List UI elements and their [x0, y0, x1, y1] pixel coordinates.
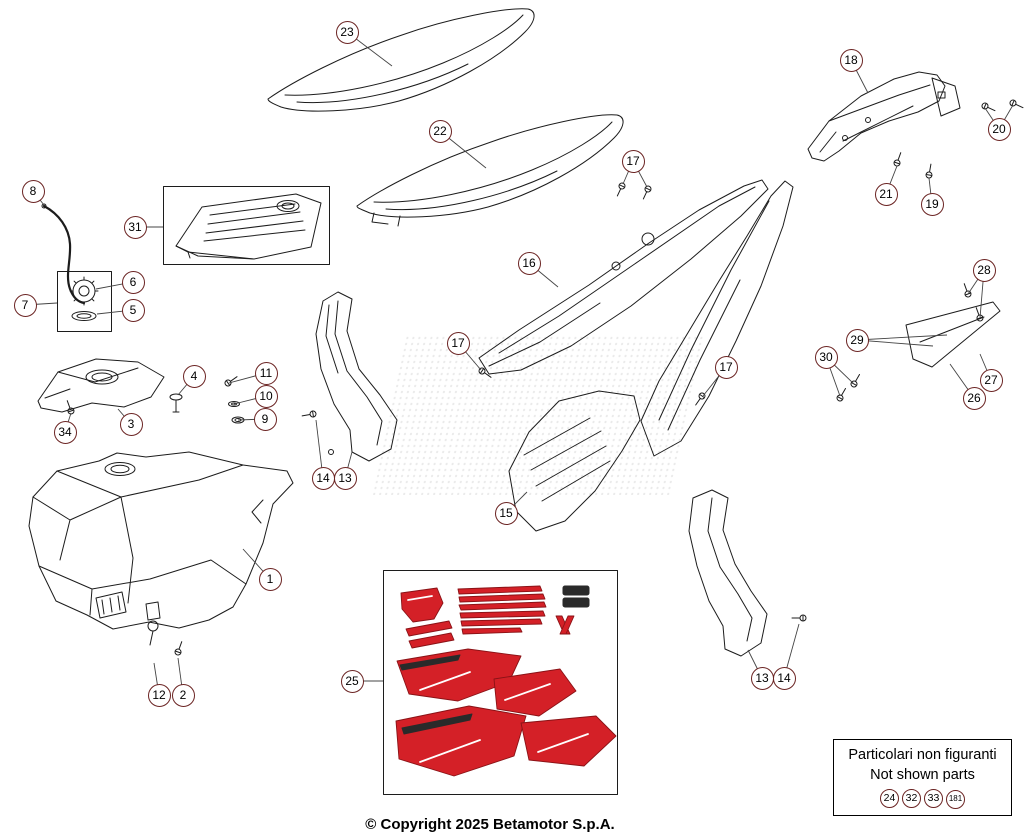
not-shown-text-it: Particolari non figuranti — [848, 747, 997, 763]
callout-26[interactable]: 26 — [962, 386, 986, 410]
fuel-cap-box-drawing — [57, 271, 112, 332]
skid-plate-box-drawing — [163, 186, 330, 265]
callout-29[interactable]: 29 — [845, 328, 869, 352]
callout-28[interactable]: 28 — [972, 258, 996, 282]
callout-31[interactable]: 31 — [123, 215, 147, 239]
not-shown-number-181: 181 — [946, 790, 965, 810]
callout-17[interactable]: 17 — [621, 149, 645, 173]
callout-7[interactable]: 7 — [13, 293, 37, 317]
rear-body-panels-drawing — [477, 179, 794, 457]
callout-15[interactable]: 15 — [494, 501, 518, 525]
callout-9[interactable]: 9 — [253, 407, 277, 431]
callout-13[interactable]: 13 — [333, 466, 357, 490]
callout-30[interactable]: 30 — [814, 345, 838, 369]
seat-lower-drawing — [356, 114, 624, 227]
side-plates-right-drawing — [835, 282, 1001, 403]
callout-23[interactable]: 23 — [335, 20, 359, 44]
fuel-tank-drawing — [28, 451, 294, 630]
callout-2[interactable]: 2 — [171, 683, 195, 707]
not-shown-text-en: Not shown parts — [870, 766, 975, 783]
fuel-petcock-drawing — [145, 601, 186, 657]
callout-27[interactable]: 27 — [979, 368, 1003, 392]
tank-fasteners-drawing — [169, 373, 245, 424]
seat-upper-drawing — [267, 8, 535, 112]
callout-22[interactable]: 22 — [428, 119, 452, 143]
callout-20[interactable]: 20 — [987, 117, 1011, 141]
callout-14[interactable]: 14 — [772, 666, 796, 690]
side-panel-lower-drawing — [508, 390, 641, 532]
callout-16[interactable]: 16 — [517, 251, 541, 275]
callout-21[interactable]: 21 — [874, 182, 898, 206]
callout-3[interactable]: 3 — [119, 412, 143, 436]
not-shown-number-32: 32 — [902, 788, 921, 808]
radiator-shroud-left-drawing — [301, 291, 398, 462]
callout-17[interactable]: 17 — [446, 331, 470, 355]
callout-5[interactable]: 5 — [121, 298, 145, 322]
not-shown-number-33: 33 — [924, 788, 943, 808]
rear-fender-support-drawing — [807, 71, 1024, 179]
copyright-text: © Copyright 2025 Betamotor S.p.A. — [365, 816, 615, 833]
callout-13[interactable]: 13 — [750, 666, 774, 690]
callout-4[interactable]: 4 — [182, 364, 206, 388]
not-shown-parts-box: Particolari non figuranti Not shown part… — [833, 739, 1012, 816]
callout-34[interactable]: 34 — [53, 420, 77, 444]
not-shown-number-24: 24 — [880, 788, 899, 808]
callout-1[interactable]: 1 — [258, 567, 282, 591]
callout-17[interactable]: 17 — [714, 355, 738, 379]
tank-cover-drawing — [37, 358, 165, 416]
callout-8[interactable]: 8 — [21, 179, 45, 203]
callout-14[interactable]: 14 — [311, 466, 335, 490]
radiator-shroud-right-drawing — [688, 489, 807, 657]
callout-12[interactable]: 12 — [147, 683, 171, 707]
callout-25[interactable]: 25 — [340, 669, 364, 693]
callout-18[interactable]: 18 — [839, 48, 863, 72]
callout-11[interactable]: 11 — [254, 361, 278, 385]
callout-6[interactable]: 6 — [121, 270, 145, 294]
callout-10[interactable]: 10 — [254, 384, 278, 408]
decal-kit-box-drawing — [383, 570, 618, 795]
callout-19[interactable]: 19 — [920, 192, 944, 216]
